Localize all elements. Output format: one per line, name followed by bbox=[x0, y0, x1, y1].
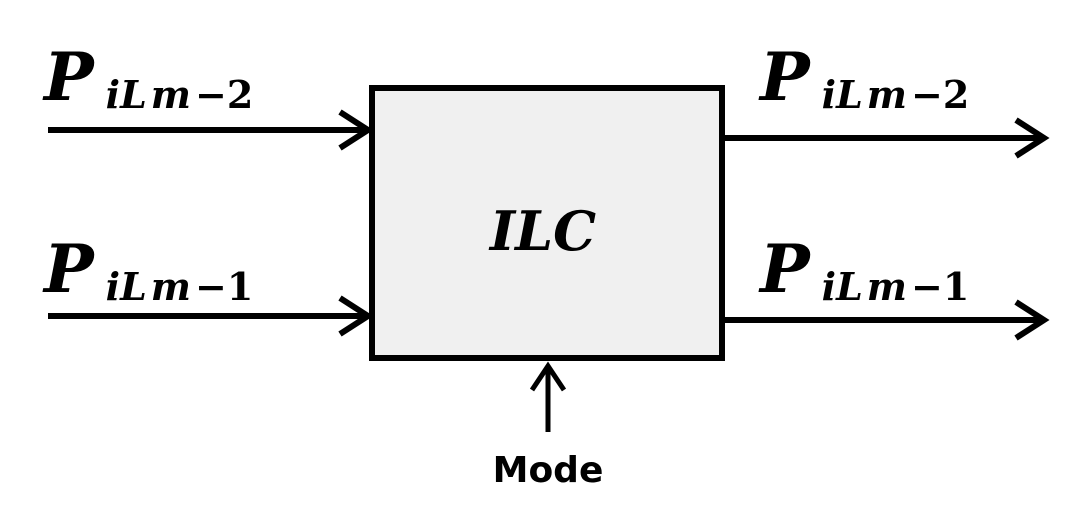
mode-arrow bbox=[529, 361, 567, 432]
output-1-sub-highlight: m bbox=[867, 72, 907, 117]
mode-label: Mode bbox=[493, 450, 604, 491]
input-1-symbol: P bbox=[42, 38, 96, 116]
input-1-sub-suffix: −2 bbox=[195, 72, 253, 117]
output-arrow-1 bbox=[725, 117, 1050, 159]
output-1-symbol: P bbox=[758, 38, 812, 116]
output-1-sub-prefix: iL bbox=[822, 72, 863, 117]
output-2-sub-suffix: −1 bbox=[911, 264, 969, 309]
input-2-sub-highlight: m bbox=[151, 264, 191, 309]
ilc-block bbox=[369, 85, 725, 361]
output-2-sub-highlight: m bbox=[867, 264, 907, 309]
input-2-sub-suffix: −1 bbox=[195, 264, 253, 309]
input-2-symbol: P bbox=[42, 230, 96, 308]
ilc-block-label: ILC bbox=[488, 199, 596, 263]
input-label-2: P iL m −1 bbox=[42, 230, 253, 309]
input-1-sub-highlight: m bbox=[151, 72, 191, 117]
input-arrow-1 bbox=[48, 109, 374, 151]
output-1-sub-suffix: −2 bbox=[911, 72, 969, 117]
input-2-sub-prefix: iL bbox=[106, 264, 147, 309]
output-label-2: P iL m −1 bbox=[758, 230, 969, 309]
input-1-sub-prefix: iL bbox=[106, 72, 147, 117]
output-arrow-2 bbox=[725, 299, 1050, 341]
input-label-1: P iL m −2 bbox=[42, 38, 253, 117]
output-2-symbol: P bbox=[758, 230, 812, 308]
output-2-sub-prefix: iL bbox=[822, 264, 863, 309]
output-label-1: P iL m −2 bbox=[758, 38, 969, 117]
input-arrow-2 bbox=[48, 295, 374, 337]
